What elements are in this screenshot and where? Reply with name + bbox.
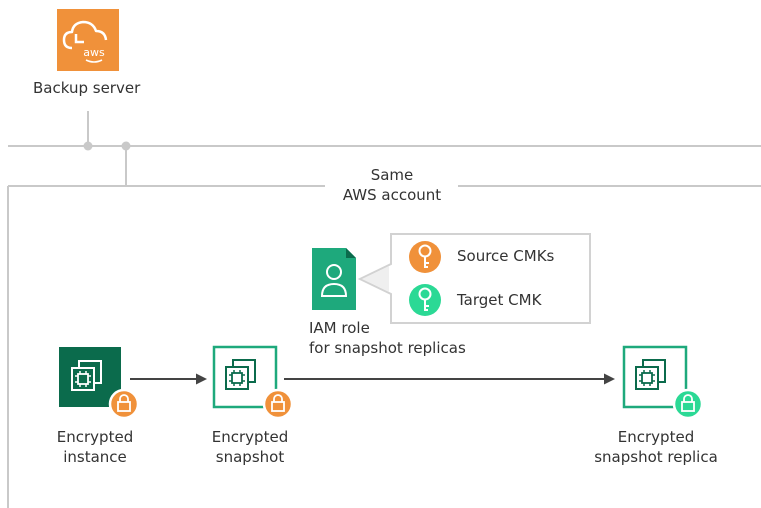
account-label: Same AWS account (327, 165, 457, 205)
iam-role-label: IAM role for snapshot replicas (309, 318, 466, 358)
network-lines (7, 111, 761, 508)
ec2-snapshot-replica-icon (622, 345, 688, 409)
replica-label-line1: Encrypted (617, 428, 695, 446)
aws-cloud-backup-icon: aws (57, 9, 119, 71)
backup-server-label: Backup server (33, 79, 141, 97)
lock-icon (108, 388, 140, 420)
lock-icon (262, 388, 294, 420)
snapshot-label-line1: Encrypted (211, 428, 289, 446)
svg-text:aws: aws (83, 46, 105, 59)
target-cmk-label: Target CMK (457, 291, 542, 309)
replica-label: Encrypted snapshot replica (576, 427, 736, 467)
bus-junction-dot (83, 141, 93, 151)
instance-label-line1: Encrypted (56, 428, 134, 446)
iam-role-label-line1: IAM role (309, 319, 370, 337)
account-label-line1: Same (370, 166, 414, 184)
target-cmk-key-icon (409, 284, 441, 316)
instance-label: Encrypted instance (30, 427, 160, 467)
source-cmk-key-icon (409, 241, 441, 273)
source-cmk-label: Source CMKs (457, 247, 555, 265)
account-label-line2: AWS account (342, 186, 442, 204)
replica-label-line2: snapshot replica (594, 448, 718, 466)
iam-role-label-line2: for snapshot replicas (309, 339, 466, 357)
arrow-instance-to-snapshot (130, 373, 207, 385)
lock-icon (672, 388, 704, 420)
snapshot-label-line2: snapshot (215, 448, 285, 466)
snapshot-label: Encrypted snapshot (185, 427, 315, 467)
iam-role-document-icon (312, 248, 356, 310)
instance-label-line2: instance (63, 448, 127, 466)
arrow-snapshot-to-replica (284, 373, 615, 385)
